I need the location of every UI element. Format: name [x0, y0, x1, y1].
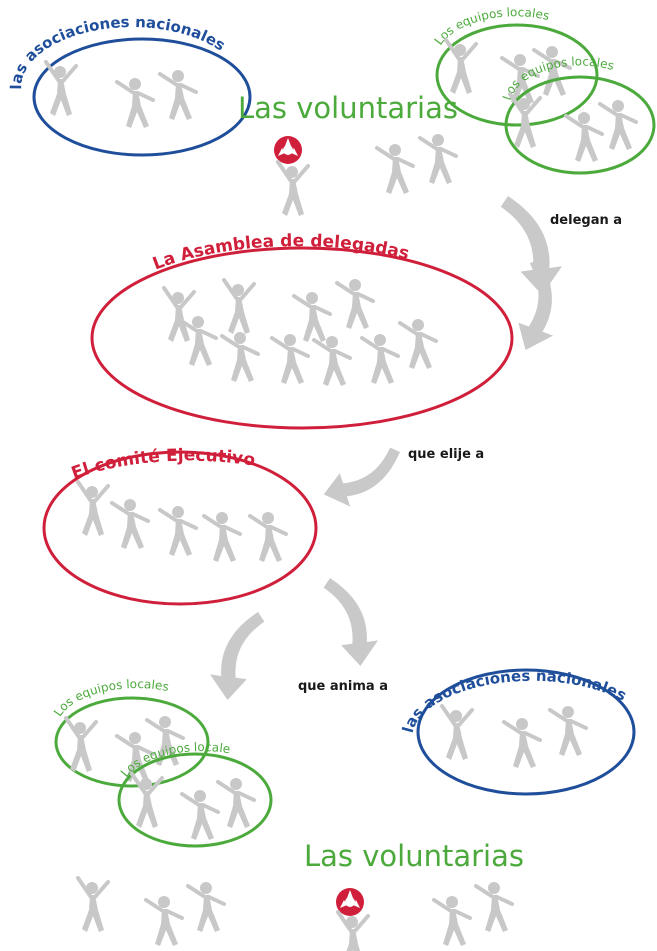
person-icon	[292, 290, 332, 344]
person-icon	[276, 160, 310, 218]
person-icon	[158, 68, 198, 122]
trefoil-logo-icon	[336, 888, 364, 916]
person-icon	[44, 60, 78, 118]
person-icon	[222, 278, 256, 336]
assembly-title: La Asamblea de delegadas	[150, 231, 411, 274]
person-icon	[76, 876, 110, 934]
person-icon	[598, 98, 638, 152]
person-icon	[248, 510, 288, 564]
executive-ellipse	[42, 450, 318, 606]
curved-arrow-icon	[317, 446, 408, 511]
national-associations-ellipse	[32, 37, 252, 157]
person-icon	[335, 277, 375, 331]
person-icon	[158, 504, 198, 558]
volunteers-title-top: Las voluntarias	[238, 91, 458, 125]
delegate-to-label: delegan a	[550, 213, 622, 228]
curved-arrow-icon	[500, 196, 562, 295]
local-teams-ellipse	[435, 23, 599, 127]
person-icon	[115, 76, 155, 130]
person-icon	[64, 716, 98, 774]
person-icon	[162, 286, 196, 344]
person-icon	[202, 510, 242, 564]
person-icon	[474, 880, 514, 934]
local-teams-ellipse	[504, 75, 656, 175]
person-icon	[76, 480, 110, 538]
person-icon	[444, 38, 478, 96]
person-icon	[360, 332, 400, 386]
elects-label: que elije a	[408, 447, 484, 462]
national-associations-ellipse	[416, 668, 636, 796]
assembly-ellipse	[90, 246, 514, 430]
local-teams-group-bottom: Los equipos locales Los equipos locale	[51, 677, 273, 848]
national-associations-label: las asociaciones nacionales	[399, 667, 630, 735]
person-icon	[180, 788, 220, 842]
volunteers-title-bottom: Las voluntarias	[304, 839, 524, 873]
person-icon	[220, 330, 260, 384]
person-icon	[186, 880, 226, 934]
executive-title: El comité Ejecutivo	[69, 446, 257, 484]
person-icon	[418, 132, 458, 186]
trefoil-logo-icon	[274, 136, 302, 164]
curved-arrow-icon	[323, 578, 378, 666]
national-associations-group-bottom: las asociaciones nacionales	[399, 667, 636, 796]
person-icon	[336, 910, 370, 951]
person-icon	[432, 894, 472, 948]
person-icon	[144, 894, 184, 948]
person-icon	[270, 332, 310, 386]
animates-label: que anima a	[298, 679, 388, 694]
person-icon	[548, 704, 588, 758]
person-icon	[110, 497, 150, 551]
person-icon	[130, 772, 164, 830]
person-icon	[375, 142, 415, 196]
person-icon	[216, 776, 256, 830]
curved-arrow-icon	[493, 254, 583, 359]
curved-arrow-icon	[210, 612, 265, 700]
person-icon	[564, 110, 604, 164]
executive-group: El comité Ejecutivo	[42, 446, 318, 606]
local-teams-ellipse	[117, 752, 273, 848]
person-icon	[508, 92, 542, 150]
person-icon	[502, 716, 542, 770]
person-icon	[398, 317, 438, 371]
local-teams-ellipse	[54, 696, 210, 788]
local-teams-group-top: Los equipos locales Los equipos locales	[432, 5, 656, 175]
person-icon	[312, 334, 352, 388]
person-icon	[440, 704, 474, 762]
assembly-group: La Asamblea de delegadas	[90, 231, 514, 430]
national-associations-group-top: las asociaciones nacionales	[7, 13, 252, 157]
